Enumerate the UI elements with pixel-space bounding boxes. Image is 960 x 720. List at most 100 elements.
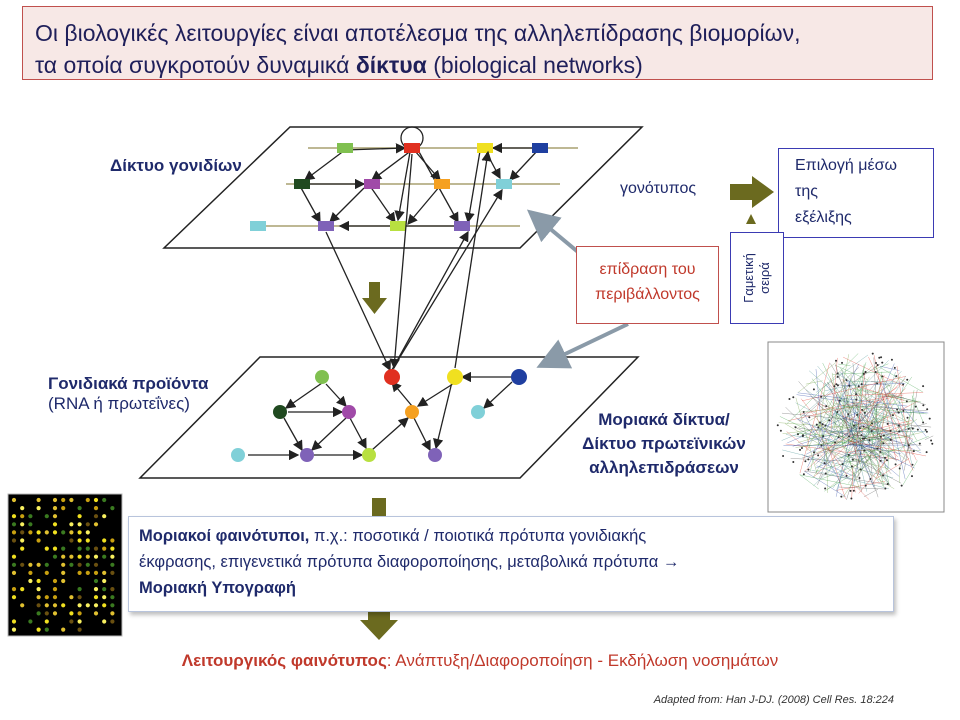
network-edge [790, 458, 861, 463]
network-node [871, 352, 874, 355]
network-node [841, 463, 844, 466]
network-edge [838, 364, 881, 393]
microarray-spot [69, 522, 74, 527]
network-node [861, 408, 864, 411]
down-arrow-icon [362, 282, 387, 314]
network-node [860, 434, 863, 437]
molecular-networks-line-3: αλληλεπιδράσεων [589, 458, 739, 477]
network-node [886, 422, 889, 425]
network-node [815, 423, 818, 426]
microarray-spot [11, 595, 17, 600]
network-node [824, 424, 827, 427]
microarray-spot [11, 570, 17, 576]
environment-box: επίδραση του περιβάλλοντος [576, 246, 719, 324]
network-node [850, 497, 853, 500]
network-node [802, 411, 805, 414]
microarray-spot [20, 546, 25, 551]
network-node [812, 388, 815, 391]
network-node [801, 435, 804, 438]
environment-line-2: περιβάλλοντος [595, 286, 700, 303]
network-node [879, 451, 882, 454]
microarray-spot [20, 506, 25, 511]
network-node [858, 427, 861, 430]
title-line-2-bold: δίκτυα [355, 52, 427, 78]
network-node [882, 474, 885, 477]
microarray-spot [52, 578, 58, 584]
network-node [881, 375, 884, 378]
microarray-spot [77, 506, 82, 511]
microarray-spot [28, 570, 33, 576]
microarray-spot [36, 603, 41, 608]
network-edge [838, 363, 851, 366]
network-edge [864, 384, 873, 476]
gene-node [454, 221, 470, 231]
network-node [914, 405, 917, 408]
gene-network-label: Δίκτυο γονιδίων [110, 156, 242, 175]
microarray-spot [93, 595, 99, 600]
microarray-spot [61, 546, 66, 551]
down-arrow-lower-icon [372, 498, 386, 516]
microarray-spot [93, 514, 99, 519]
network-edge [895, 422, 921, 451]
microarray-spot [102, 619, 107, 624]
network-node [849, 489, 852, 492]
microarray-spot [93, 587, 99, 592]
network-edge [856, 486, 870, 500]
microarray-spot [52, 530, 58, 535]
microarray-spot [69, 530, 74, 535]
network-node [886, 459, 889, 462]
network-edge [824, 380, 847, 454]
network-node [924, 428, 927, 431]
microarray-spot [28, 562, 33, 567]
network-node [847, 435, 850, 438]
microarray-spot [69, 554, 74, 559]
network-edge [841, 369, 862, 492]
source-credit: Adapted from: Han J-DJ. (2008) Cell Res.… [653, 694, 894, 706]
network-node [922, 385, 925, 388]
network-node [820, 444, 823, 447]
network-node [792, 461, 795, 464]
microarray-spot [110, 562, 115, 567]
protein-node [384, 369, 400, 385]
microarray-spot [77, 627, 82, 632]
network-edge [801, 454, 855, 477]
network-node [852, 424, 855, 427]
gene-node [364, 179, 380, 189]
microarray-spot [77, 611, 82, 616]
microarray-spot [102, 578, 107, 584]
protein-node [405, 405, 419, 419]
microarray-spot [85, 497, 90, 503]
network-edge [880, 376, 892, 389]
network-edge [842, 398, 844, 448]
network-node [870, 429, 873, 432]
network-edge [838, 486, 886, 490]
network-node [835, 359, 838, 362]
network-node [834, 441, 837, 444]
microarray-spot [11, 554, 17, 559]
gene-node [532, 143, 548, 153]
network-node [802, 473, 805, 476]
network-node [841, 361, 844, 364]
microarray-spot [61, 570, 66, 576]
network-node [879, 435, 882, 438]
network-edge [798, 361, 837, 393]
microarray-spot [85, 546, 90, 551]
network-node [868, 439, 871, 442]
microarray-spot [44, 595, 49, 600]
network-node [860, 383, 863, 386]
network-edge [850, 378, 863, 398]
network-node [876, 382, 879, 385]
phenotypes-text-1: π.χ.: ποσοτικά / ποιοτικά πρότυπα γονιδι… [309, 527, 647, 545]
microarray-spot [102, 514, 107, 519]
network-node [898, 430, 901, 433]
network-edge [876, 458, 910, 479]
microarray-spot [36, 506, 41, 511]
microarray-spot [93, 497, 99, 503]
environment-line-1: επίδραση του [599, 261, 696, 278]
microarray-spot [28, 578, 33, 584]
microarray-spot [93, 546, 99, 551]
gene-products-label: Γονιδιακά προϊόντα [48, 374, 209, 393]
network-edge [843, 395, 868, 492]
network-edge [833, 354, 850, 430]
network-node [823, 462, 826, 465]
